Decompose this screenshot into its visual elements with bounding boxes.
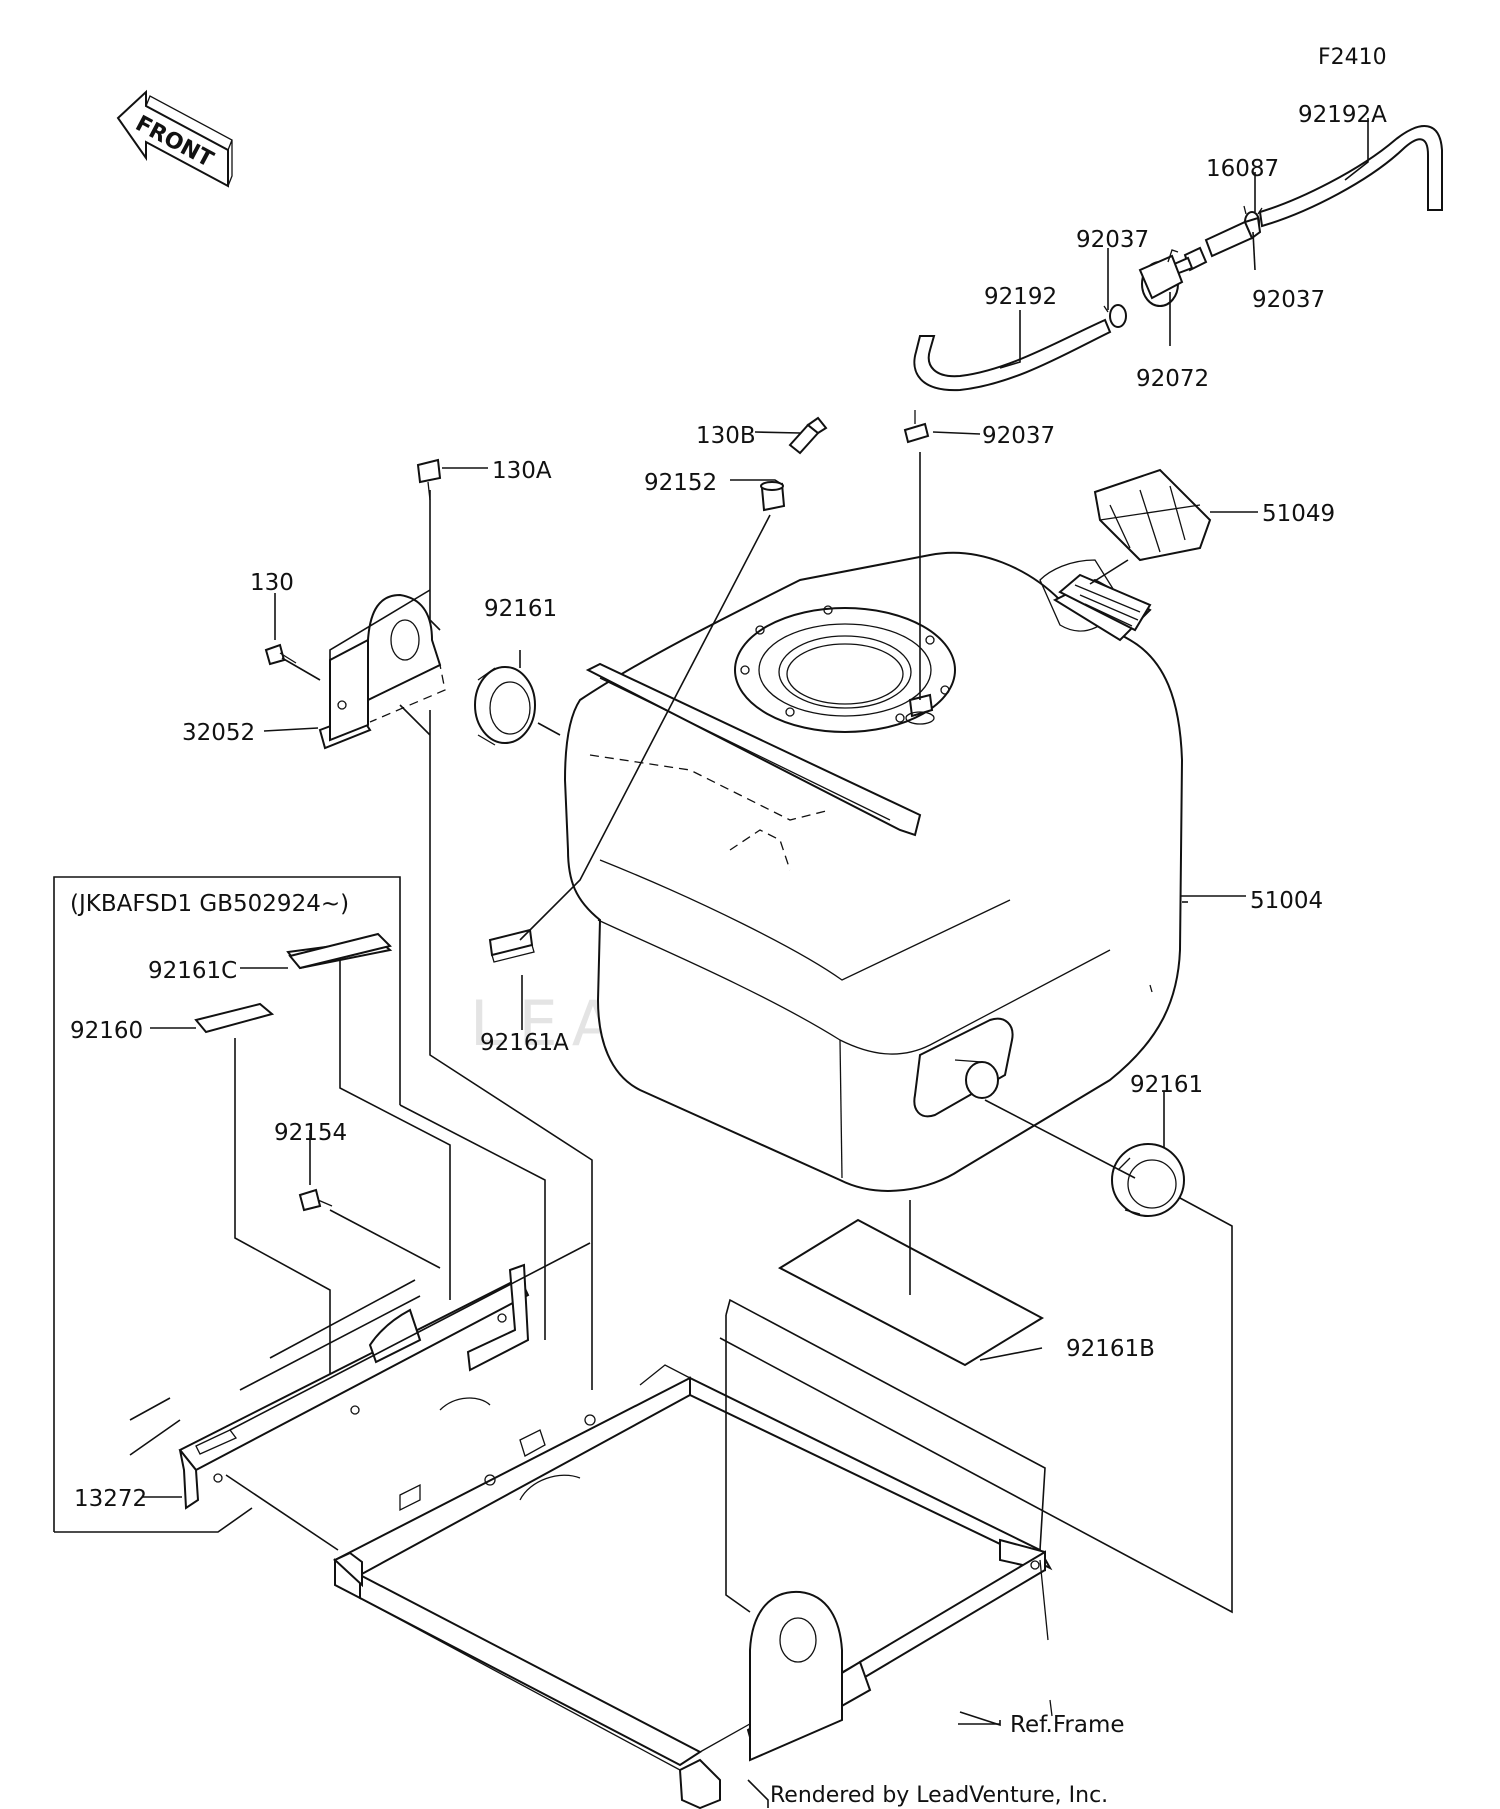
- label-130B: 130B: [696, 423, 756, 449]
- label-92161A: 92161A: [480, 1030, 569, 1056]
- plate-13272: [178, 1263, 530, 1510]
- label-92037-top: 92037: [1076, 227, 1149, 253]
- bolt-92154: [298, 1188, 333, 1212]
- label-92037-mid: 92037: [982, 423, 1055, 449]
- label-92161-left: 92161: [484, 596, 557, 622]
- label-92160: [194, 1002, 275, 1034]
- leader-lines: [129, 118, 1369, 1808]
- fuel-tank-51004: [563, 551, 1184, 1192]
- label-130: 130: [250, 570, 294, 596]
- diagram-code: F2410: [1318, 45, 1387, 70]
- label-92192A: 92192A: [1298, 102, 1387, 128]
- label-92072: 92072: [1136, 366, 1209, 392]
- part-labels: 92192A 16087 92037 92037 92192 92072 920…: [70, 102, 1387, 1738]
- label-16087: 16087: [1206, 156, 1279, 182]
- label-130A: 130A: [492, 458, 552, 484]
- bolt-130: [264, 643, 297, 666]
- bolt-130A: [416, 458, 442, 501]
- tank-outlet: [913, 1017, 1014, 1118]
- collar-92152: [760, 481, 786, 512]
- variant-box-label: (JKBAFSD1 GB502924~): [70, 891, 349, 917]
- label-51004: 51004: [1250, 888, 1323, 914]
- pump-flange: [734, 605, 956, 733]
- clamp-92072: [1138, 249, 1184, 307]
- label-51049: 51049: [1262, 501, 1335, 527]
- bolt-130B: [788, 416, 828, 455]
- hose-92192: [913, 318, 1112, 392]
- label-92160: 92160: [70, 1018, 143, 1044]
- pad-92161B: [777, 1218, 1045, 1367]
- reference-frame: [332, 1364, 1053, 1809]
- bracket-32052: [318, 593, 446, 750]
- label-92161B: 92161B: [1066, 1336, 1155, 1362]
- clamp-92037-mid: [903, 410, 930, 444]
- label-92152: 92152: [644, 470, 717, 496]
- label-92161C: 92161C: [148, 958, 237, 984]
- grommet-92161-right: [1111, 1143, 1185, 1217]
- grommet-92161-left: [474, 666, 536, 746]
- fuel-cap-51049: [1093, 468, 1212, 562]
- label-32052: 32052: [182, 720, 255, 746]
- label-92192: 92192: [984, 284, 1057, 310]
- clamp-92037-top: [1103, 304, 1127, 328]
- front-arrow-icon: FRONT: [116, 89, 233, 188]
- label-13272: 13272: [74, 1486, 147, 1512]
- label-92154: 92154: [274, 1120, 347, 1146]
- variant-box: (JKBAFSD1 GB502924~): [53, 876, 530, 1533]
- footer-credit: Rendered by LeadVenture, Inc.: [770, 1783, 1108, 1808]
- pad-92161A: [488, 928, 535, 963]
- filter-16087: [1170, 216, 1262, 276]
- label-92037-right: 92037: [1252, 287, 1325, 313]
- label-ref-frame: Ref.Frame: [1010, 1712, 1125, 1738]
- label-92161-right: 92161: [1130, 1072, 1203, 1098]
